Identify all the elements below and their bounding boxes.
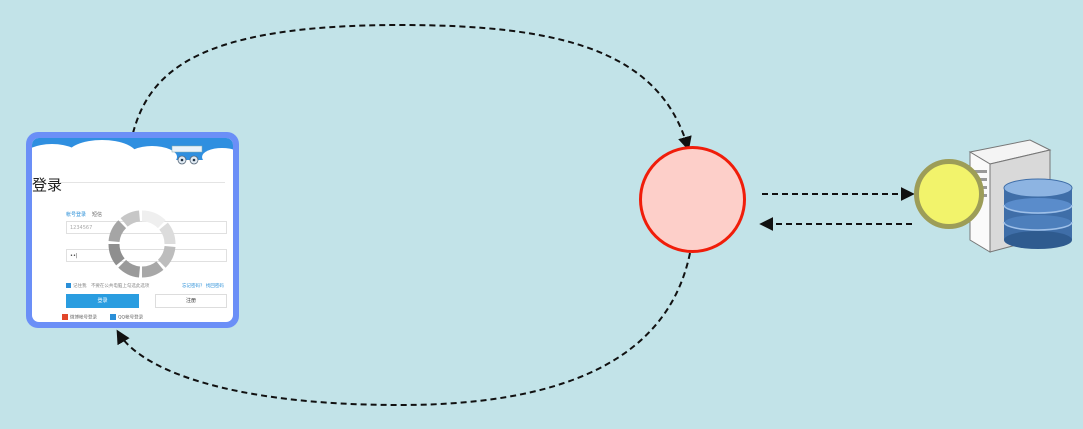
checkbox-icon[interactable]	[66, 283, 71, 288]
qq-login-link[interactable]: QQ帐号登录	[110, 314, 143, 321]
qq-icon	[110, 314, 116, 320]
login-screenshot-content: 登录 帐号登录 短信 1234567 ••| 记住我 不要在公共电脑上勾选此选项…	[32, 138, 233, 322]
weibo-icon	[62, 314, 68, 320]
arrow-login-to-middle	[132, 23, 692, 151]
cloud-decoration	[67, 140, 137, 170]
cloud-decoration	[127, 146, 177, 168]
remember-label: 记住我	[73, 284, 87, 289]
login-title: 登录	[32, 176, 63, 194]
remember-me[interactable]: 记住我 不要在公共电脑上勾选此选项	[66, 283, 149, 289]
middle-node	[639, 146, 746, 253]
title-divider	[60, 182, 225, 183]
password-field[interactable]: ••|	[66, 249, 227, 262]
weibo-login-link[interactable]: 微博帐号登录	[62, 314, 97, 321]
register-button[interactable]: 注册	[155, 294, 227, 308]
robot-mascot-icon	[171, 145, 203, 165]
tab-account-login[interactable]: 帐号登录	[66, 212, 87, 218]
forgot-password-link[interactable]: 忘记密码？ 找回密码	[182, 284, 224, 289]
weibo-login-label: 微博帐号登录	[70, 315, 97, 321]
arrow-middle-to-login	[116, 252, 691, 407]
login-button[interactable]: 登录	[66, 294, 139, 308]
tab-other-login[interactable]: 短信	[92, 212, 103, 218]
remember-hint: 不要在公共电脑上勾选此选项	[90, 284, 150, 289]
cloud-decoration	[202, 148, 233, 166]
database-node	[914, 159, 984, 229]
login-screenshot: 登录 帐号登录 短信 1234567 ••| 记住我 不要在公共电脑上勾选此选项…	[26, 132, 239, 328]
loading-spinner-icon	[108, 210, 176, 278]
qq-login-label: QQ帐号登录	[118, 315, 144, 321]
database-icon	[1003, 178, 1073, 249]
